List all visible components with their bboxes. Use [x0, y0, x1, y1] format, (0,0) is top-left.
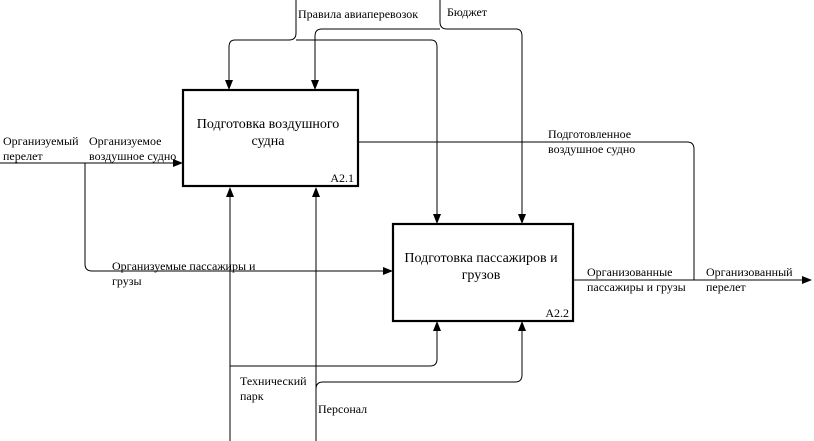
label-input-passengers-line2: грузы	[112, 274, 142, 288]
label-output-flight-line1: Организованный	[706, 265, 793, 279]
rules-control-line-2	[296, 39, 438, 217]
label-rules: Правила авиаперевозок	[298, 7, 418, 21]
label-output-passengers-line1: Организованные	[587, 265, 673, 279]
label-output-aircraft-line2: воздушное судно	[548, 142, 635, 156]
box-a22-frame	[391, 222, 575, 323]
label-input-aircraft-line1: Организуемое	[89, 134, 161, 148]
arrowhead-down-a21-left	[225, 80, 233, 90]
arrowhead-down-a21-right	[311, 80, 319, 90]
box-a22-title-line1: Подготовка пассажиров и	[404, 251, 558, 266]
input-passengers-line	[84, 163, 385, 272]
arrowhead-up-a22-right	[518, 321, 526, 331]
label-mech-park-line2: парк	[240, 389, 264, 403]
box-a21-frame	[181, 88, 360, 188]
arrowhead-up-a22-left	[433, 321, 441, 331]
activity-box-a21[interactable]: Подготовка воздушного судна A2.1	[181, 88, 360, 188]
label-input-flight-line1: Организуемый	[3, 134, 79, 148]
arrowhead-right-output	[802, 276, 812, 284]
arrowhead-right-a22	[383, 267, 393, 275]
box-a21-title-line2: судна	[252, 134, 286, 149]
label-mech-park-line1: Технический	[240, 374, 307, 388]
label-budget: Бюджет	[447, 5, 488, 19]
arrowhead-down-a22-left	[433, 214, 441, 224]
output-aircraft-line	[358, 141, 695, 280]
arrowhead-up-a21-left	[226, 187, 234, 197]
label-input-aircraft-line2: воздушное судно	[89, 149, 176, 163]
label-mech-staff: Персонал	[318, 402, 367, 416]
mech-park-line-2	[230, 327, 438, 367]
label-input-flight-line2: перелет	[3, 149, 43, 163]
box-a21-id: A2.1	[330, 171, 354, 185]
mech-staff-line-2	[315, 327, 523, 390]
label-input-passengers-line1: Организуемые пассажиры и	[112, 259, 256, 273]
budget-control-line-2	[314, 28, 440, 82]
label-output-flight-line2: перелет	[706, 280, 746, 294]
arrowhead-down-a22-right	[518, 214, 526, 224]
arrowhead-up-a21-right	[312, 187, 320, 197]
box-a22-title-line2: грузов	[462, 268, 501, 283]
budget-control-line	[439, 0, 523, 217]
label-output-aircraft-line1: Подготовленное	[548, 127, 631, 141]
rules-control-line	[228, 0, 297, 82]
box-a21-title-line1: Подготовка воздушного	[197, 117, 339, 132]
box-a22-id: A2.2	[545, 306, 569, 320]
activity-box-a22[interactable]: Подготовка пассажиров и грузов A2.2	[391, 222, 575, 323]
arrowhead-right-a21	[173, 159, 183, 167]
label-output-passengers-line2: пассажиры и грузы	[587, 280, 686, 294]
